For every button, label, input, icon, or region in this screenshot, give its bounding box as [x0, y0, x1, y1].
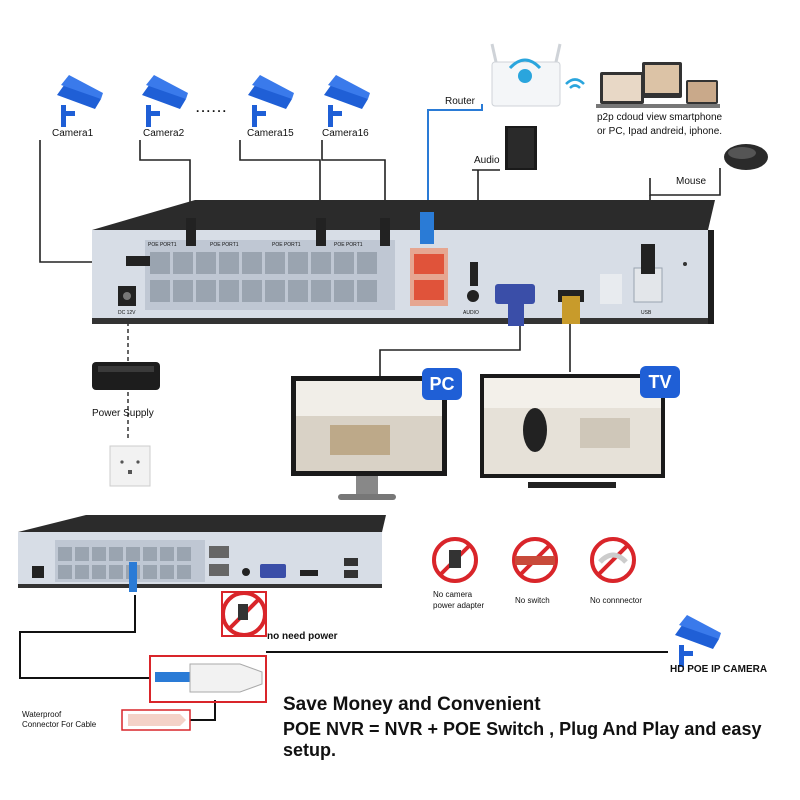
no-power-ban-icon: [221, 591, 267, 637]
no-connector-label: No connnector: [590, 596, 643, 605]
mouse-label: Mouse: [676, 176, 707, 187]
port-group-1: POE PORT1: [148, 242, 177, 248]
camera2-label: Camera2: [143, 128, 185, 139]
dc-port-label: DC 12V: [118, 310, 136, 316]
speaker-icon: [505, 126, 537, 170]
power-supply-label: Power Supply: [92, 408, 154, 419]
p2p-line2: or PC, Ipad andreid, iphone.: [597, 126, 723, 137]
waterproof-box: [121, 709, 191, 731]
no-adapter-line2: power adapter: [433, 601, 485, 610]
bottom-wiring: [19, 595, 668, 721]
camera2-icon: [142, 75, 188, 127]
waterproof-line2: Connector For Cable: [22, 720, 97, 729]
nvr-bottom-unit: [18, 515, 386, 592]
no-need-power-label: no need power: [267, 631, 338, 642]
tv-screen: [480, 374, 665, 488]
no-switch-label: No switch: [515, 596, 550, 605]
nvr-top-unit: [92, 200, 715, 326]
pc-monitor: [291, 376, 447, 500]
waterproof-line1: Waterproof: [22, 710, 62, 719]
camera16-label: Camera16: [322, 128, 369, 139]
usb-port-label: USB: [641, 310, 652, 316]
no-connector-ban-icon: [590, 537, 636, 583]
router-icon: [490, 43, 562, 107]
tv-badge: TV: [640, 366, 680, 398]
audio-label: Audio: [474, 155, 500, 166]
ellipsis-label: ......: [196, 101, 229, 115]
camera15-label: Camera15: [247, 128, 294, 139]
headline: Save Money and Convenient: [283, 694, 541, 715]
connector-highlight-box: [149, 655, 267, 703]
wifi-icon: [565, 78, 585, 89]
router-cable: [427, 104, 483, 220]
wall-outlet-icon: [109, 445, 151, 487]
power-supply-icon: [92, 362, 160, 390]
p2p-line1: p2p cdoud view smartphone: [597, 112, 723, 123]
devices-illustration: [596, 62, 720, 108]
port-group-3: POE PORT1: [272, 242, 301, 248]
camera1-label: Camera1: [52, 128, 94, 139]
mouse-icon: [724, 144, 768, 170]
audio-port-label: AUDIO: [463, 310, 479, 316]
camera15-icon: [248, 75, 294, 127]
subline: POE NVR = NVR + POE Switch , Plug And Pl…: [283, 719, 762, 760]
rj45-connector: [155, 663, 263, 693]
no-adapter-line1: No camera: [433, 590, 473, 599]
hd-poe-camera-icon: [675, 615, 721, 667]
port-group-2: POE PORT1: [210, 242, 239, 248]
waterproof-connector-icon: [128, 714, 186, 726]
no-switch-ban-icon: [512, 537, 558, 583]
port-group-4: POE PORT1: [334, 242, 363, 248]
camera16-icon: [324, 75, 370, 127]
pc-badge: PC: [422, 368, 462, 400]
camera1-icon: [57, 75, 103, 127]
no-adapter-ban-icon: [432, 537, 478, 583]
router-label: Router: [445, 96, 476, 107]
hd-poe-camera-label: HD POE IP CAMERA: [670, 664, 768, 675]
